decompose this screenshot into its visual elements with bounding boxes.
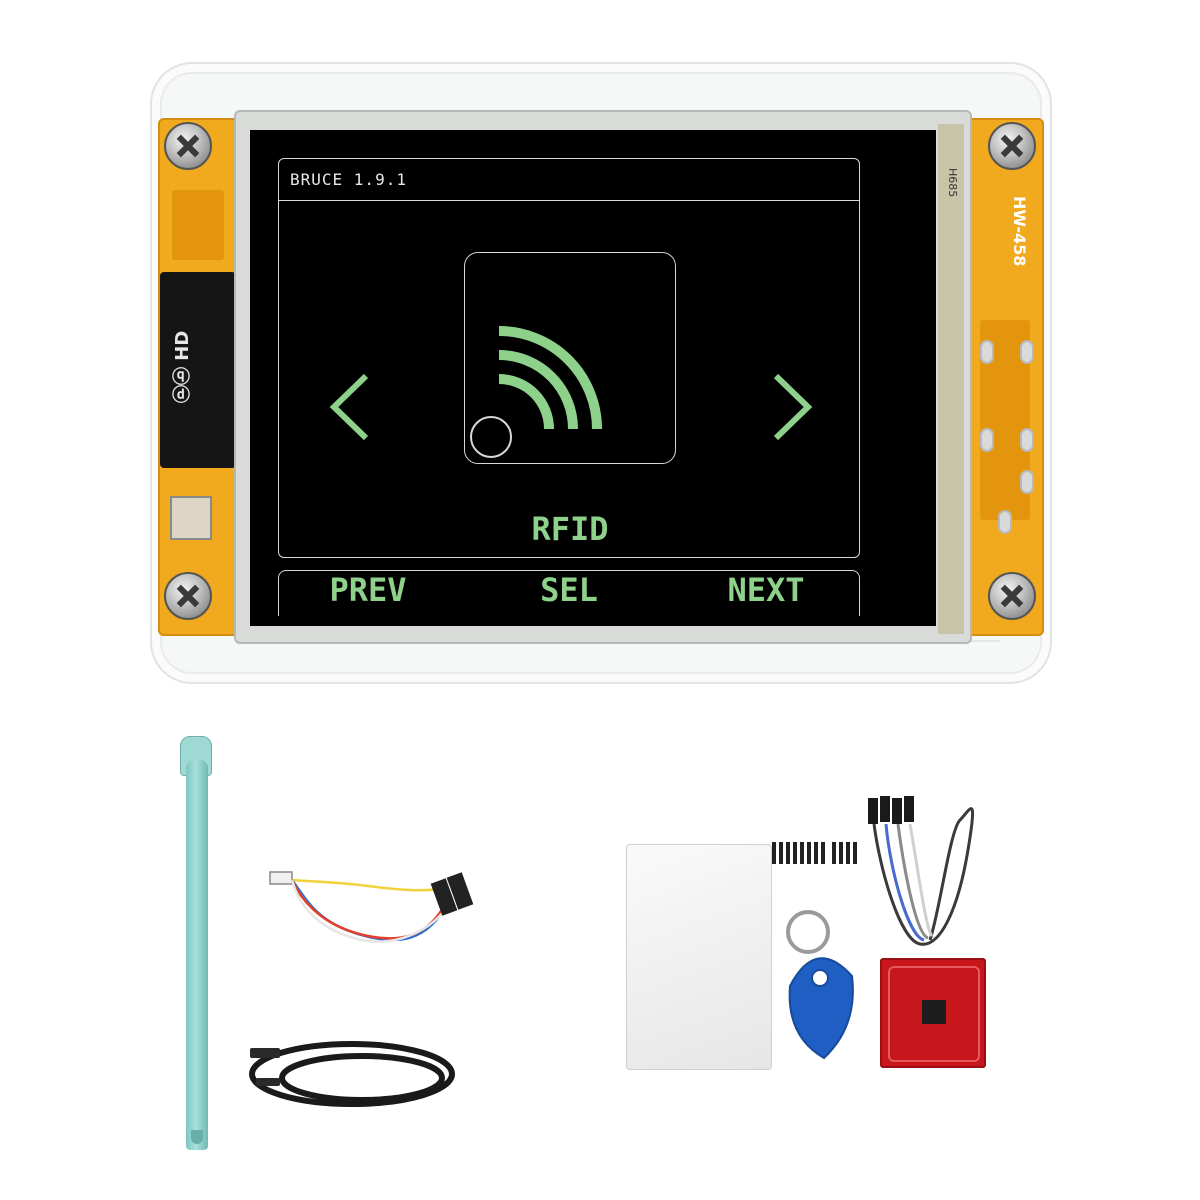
smd-pad [980,340,994,364]
chevron-right-icon[interactable] [766,372,816,442]
softkey-bar [278,570,860,616]
sd-slot-label: ⓟⓑ HD [172,330,193,404]
sd-card-slot: ⓟⓑ HD [160,272,236,468]
smd-pad [980,428,994,452]
lcd-marking: H685 [946,168,959,198]
pcb-trace [172,190,224,260]
smd-pad [1020,470,1034,494]
stylus-body [186,760,208,1150]
screw-icon [164,572,212,620]
next-button[interactable]: NEXT [710,568,822,612]
header-divider [278,200,860,201]
smd-pad [1020,428,1034,452]
select-button[interactable]: SEL [526,568,612,612]
screw-icon [988,572,1036,620]
menu-item-label: RFID [531,510,609,548]
rfid-wireless-icon [470,326,602,458]
pn532-chip [922,1000,946,1024]
smd-pad [998,510,1012,534]
dupont-jumper-icon [868,796,975,946]
jst-cable-icon [269,871,474,943]
lcd-flex-strip [938,124,964,634]
screw-icon [988,122,1036,170]
stylus-tip [191,1130,203,1144]
rfid-card-icon [626,844,772,1070]
small-chip [170,496,212,540]
acrylic-case-base [240,640,1000,678]
menu-item-tile[interactable] [464,252,676,464]
usb-cable-icon [249,1041,455,1107]
pn532-antenna [888,966,980,1062]
smd-pad [1020,340,1034,364]
firmware-title: BRUCE 1.9.1 [290,170,407,189]
chevron-left-icon[interactable] [326,372,376,442]
pin-header-icon [772,842,825,864]
screen-frame [278,158,860,558]
key-fob-icon [786,910,854,1060]
screw-icon [164,122,212,170]
prev-button[interactable]: PREV [312,568,424,612]
pin-header-icon [832,842,857,864]
pcb-silkscreen: HW-458 [1010,196,1029,267]
pn532-module-icon [880,958,986,1068]
